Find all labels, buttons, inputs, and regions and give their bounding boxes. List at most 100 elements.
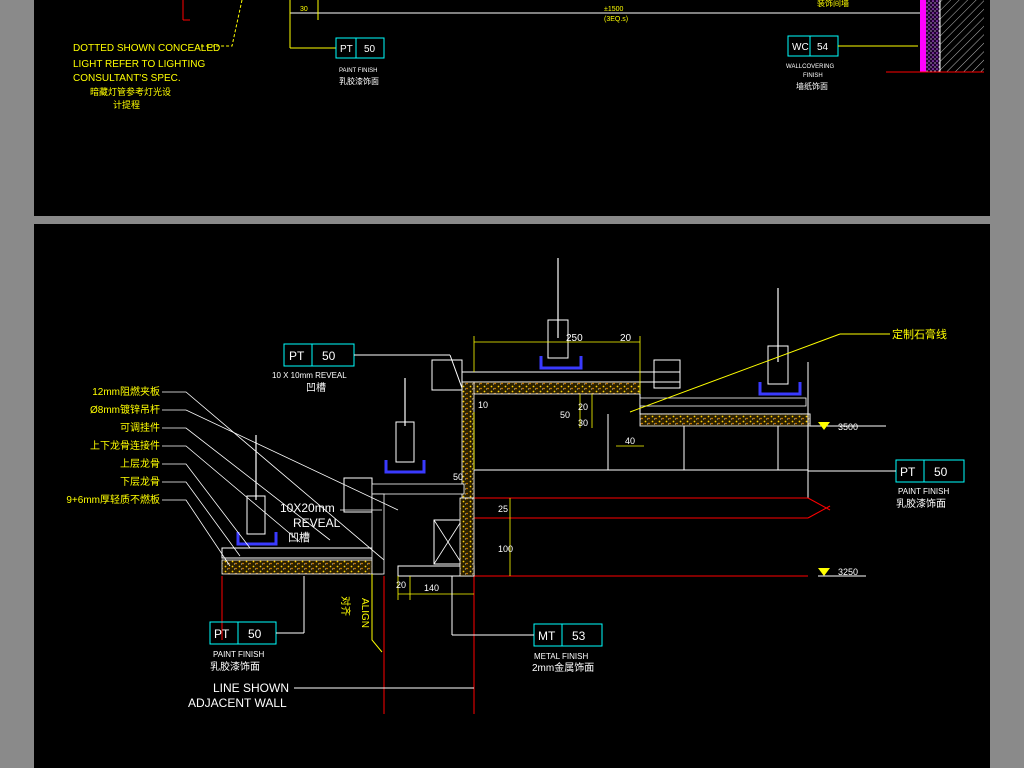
tag-cn: 凹槽	[306, 381, 326, 394]
level-marker-3500: 3500	[818, 422, 858, 432]
hanger-bracket	[767, 345, 789, 385]
concealed-light-leader	[198, 0, 243, 47]
tag-box	[335, 37, 385, 59]
leader-line	[162, 445, 301, 543]
dim-eq-text: (3EQ.s)	[604, 16, 628, 23]
dimensions	[397, 336, 644, 600]
tag-en: PAINT FINISH	[339, 68, 377, 74]
main-channel	[758, 382, 802, 396]
label-adjustable-hanger: 可调挂件	[120, 421, 160, 434]
level-triangle	[818, 422, 830, 430]
leader-line	[162, 499, 231, 567]
tag-num: 50	[248, 627, 262, 641]
bottom-panel: 12mm阻燃夹板 Ø8mm镀锌吊杆 可调挂件 上下龙骨连接件 上层龙骨 下层龙骨…	[34, 224, 990, 768]
tag-code: PT	[900, 465, 916, 479]
dim-250-text: 250	[566, 333, 583, 344]
top-panel: 30 ±1500 (3EQ.s) DOTTED SHOWN CONCEALED …	[0, 0, 1024, 224]
label-lower-keel: 下层龙骨	[120, 475, 160, 488]
top-wc-tag: WC 54 WALLCOVERING FINISH 墙纸饰面	[786, 35, 918, 91]
label-upper-keel: 上层龙骨	[120, 457, 160, 470]
main-channel	[236, 532, 278, 546]
dim-100-text: 100	[498, 544, 513, 554]
lower-ceiling-fill	[221, 559, 383, 575]
tag-en-2: FINISH	[803, 73, 823, 79]
wall-fill	[926, 0, 940, 72]
dim-20c-text: 20	[396, 580, 406, 590]
tag-num: 50	[322, 349, 336, 363]
step-ceiling-fill	[639, 413, 811, 427]
pt-right-tag: PT 50 PAINT FINISH 乳胶漆饰面	[808, 459, 965, 510]
note-line-4: 暗藏灯管参考灯光设	[90, 86, 171, 97]
dim-30-text: 30	[300, 6, 308, 13]
level-triangle	[818, 568, 830, 576]
align-label: ALIGN 对齐	[339, 574, 383, 653]
dim-50b-text: 50	[453, 472, 463, 482]
label-keel-connector: 上下龙骨连接件	[90, 439, 160, 452]
label-fire-plywood: 12mm阻燃夹板	[92, 385, 160, 398]
level-text: 3250	[838, 567, 858, 577]
frame-right	[990, 0, 1024, 768]
level-marker-3250: 3250	[818, 567, 866, 577]
label-text: 定制石膏线	[892, 327, 947, 341]
upper-side-board	[461, 381, 475, 499]
tag-cn: 乳胶漆饰面	[896, 497, 946, 510]
note-line-3: CONSULTANT'S SPEC.	[73, 73, 181, 84]
tag-code: PT	[340, 44, 353, 55]
leader-line	[162, 391, 385, 561]
dim-20a-text: 20	[620, 333, 632, 344]
dim-50a-text: 50	[560, 410, 570, 420]
tag-cn: 2mm金属饰面	[532, 661, 594, 674]
upper-right-blocking	[653, 359, 681, 389]
red-ref-line	[807, 505, 831, 519]
tag-code: PT	[289, 349, 305, 363]
align-cn-text: 对齐	[339, 596, 352, 616]
tag-en: PAINT FINISH	[213, 650, 264, 659]
main-channel	[384, 460, 426, 474]
tag-cn: 乳胶漆饰面	[210, 660, 260, 673]
dim-25-text: 25	[498, 504, 508, 514]
upper-ceiling-fill	[461, 381, 641, 395]
gypsum-cornice-label: 定制石膏线	[629, 327, 947, 413]
pt-reveal-tag: PT 50 10 X 10mm REVEAL 凹槽	[272, 343, 463, 394]
timber-cross	[433, 519, 463, 565]
note-line-2: LIGHT REFER TO LIGHTING	[73, 59, 205, 70]
level-text: 3500	[838, 422, 858, 432]
label-hanger-rod: Ø8mm镀锌吊杆	[90, 403, 160, 416]
lower-upper-board	[371, 483, 465, 495]
upper-left-blocking	[431, 359, 463, 391]
label-board: 9+6mm厚轻质不燃板	[66, 493, 160, 506]
tag-cn: 墙纸饰面	[796, 81, 828, 91]
hanger-bracket	[246, 495, 266, 535]
align-text: ALIGN	[359, 598, 370, 628]
tag-en-1: WALLCOVERING	[786, 64, 834, 70]
dim-20b-text: 20	[578, 402, 588, 412]
label-leader	[629, 333, 841, 413]
dim-10-text: 10	[478, 400, 488, 410]
note-line-1: DOTTED SHOWN CONCEALED	[73, 43, 220, 54]
leader-line	[162, 409, 399, 511]
leader-line	[162, 481, 241, 557]
tag-leader	[449, 354, 463, 389]
dim-140-text: 140	[424, 583, 439, 593]
tag-num: 53	[572, 629, 586, 643]
left-leaders	[162, 391, 399, 567]
tag-num: 50	[934, 465, 948, 479]
left-labels: 12mm阻燃夹板 Ø8mm镀锌吊杆 可调挂件 上下龙骨连接件 上层龙骨 下层龙骨…	[66, 385, 160, 506]
bottom-panel-background	[34, 224, 990, 768]
note-line-2: ADJACENT WALL	[188, 696, 287, 710]
frame-left	[0, 0, 34, 768]
tag-num: 54	[817, 42, 829, 53]
dim-1500-text: ±1500	[604, 6, 624, 13]
leader-line	[162, 427, 331, 541]
upper-ceiling-board	[461, 371, 681, 383]
tag-en: 10 X 10mm REVEAL	[272, 371, 347, 380]
lower-ceiling-board	[221, 547, 383, 559]
reveal-line-1: 10X20mm	[280, 501, 335, 515]
align-arrow	[371, 574, 383, 653]
tag-en: METAL FINISH	[534, 652, 588, 661]
top-panel-grey-gap	[0, 216, 1024, 224]
reveal-line-2: REVEAL	[293, 516, 341, 530]
note-line-1: LINE SHOWN	[213, 681, 289, 695]
reveal-line-3: 凹槽	[288, 531, 310, 544]
